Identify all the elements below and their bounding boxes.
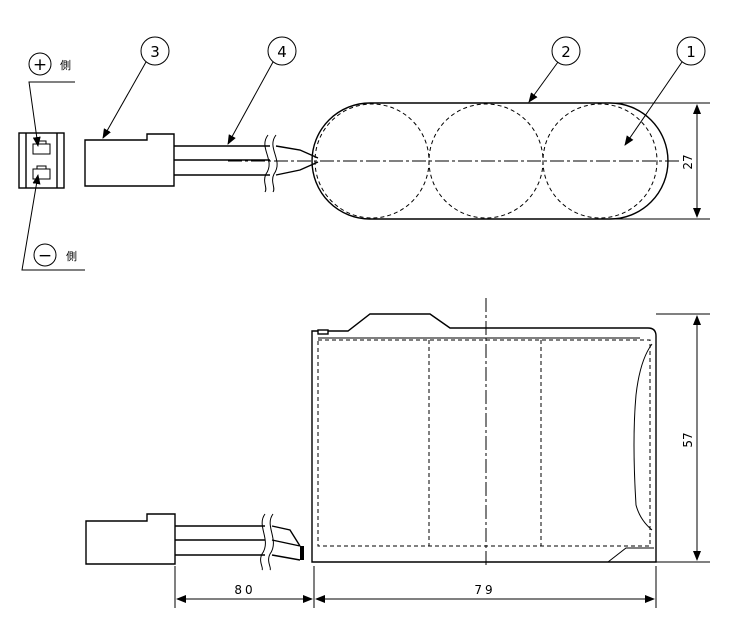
dimension-lead-length-value: 80 xyxy=(234,583,255,597)
dimension-height-value: 57 xyxy=(681,432,695,447)
connector-face-view xyxy=(18,132,65,189)
connector-housing-side xyxy=(85,513,176,565)
callout-2: 2 xyxy=(528,36,581,103)
dimension-pack-length: 79 xyxy=(315,566,657,608)
dimension-thickness: 27 xyxy=(610,102,710,220)
cell-3-top xyxy=(542,103,658,219)
callout-3: 3 xyxy=(102,36,170,139)
minus-side-label: − 側 xyxy=(21,174,85,271)
plus-side-label: + 側 xyxy=(28,52,75,147)
callout-3-number: 3 xyxy=(150,43,160,61)
lead-wires-top xyxy=(174,134,319,193)
lead-wires-side xyxy=(175,513,301,571)
minus-side-text: 側 xyxy=(66,250,77,263)
callout-4: 4 xyxy=(227,36,297,145)
callout-1: 1 xyxy=(624,36,706,146)
dimension-height: 57 xyxy=(656,313,710,563)
plus-side-text: 側 xyxy=(60,59,71,72)
dimension-thickness-value: 27 xyxy=(681,154,695,169)
plus-symbol: + xyxy=(33,55,47,75)
battery-pack-outline-side xyxy=(311,313,657,563)
connector-housing-top xyxy=(84,133,175,187)
dimension-pack-length-value: 79 xyxy=(474,583,495,597)
dimension-lead-length: 80 xyxy=(174,566,315,608)
callout-2-number: 2 xyxy=(561,43,571,61)
minus-symbol: − xyxy=(38,246,52,266)
callout-1-number: 1 xyxy=(686,43,696,61)
callout-4-number: 4 xyxy=(277,43,287,61)
shrink-wrap-fold xyxy=(633,343,653,531)
cells-side xyxy=(317,339,651,547)
